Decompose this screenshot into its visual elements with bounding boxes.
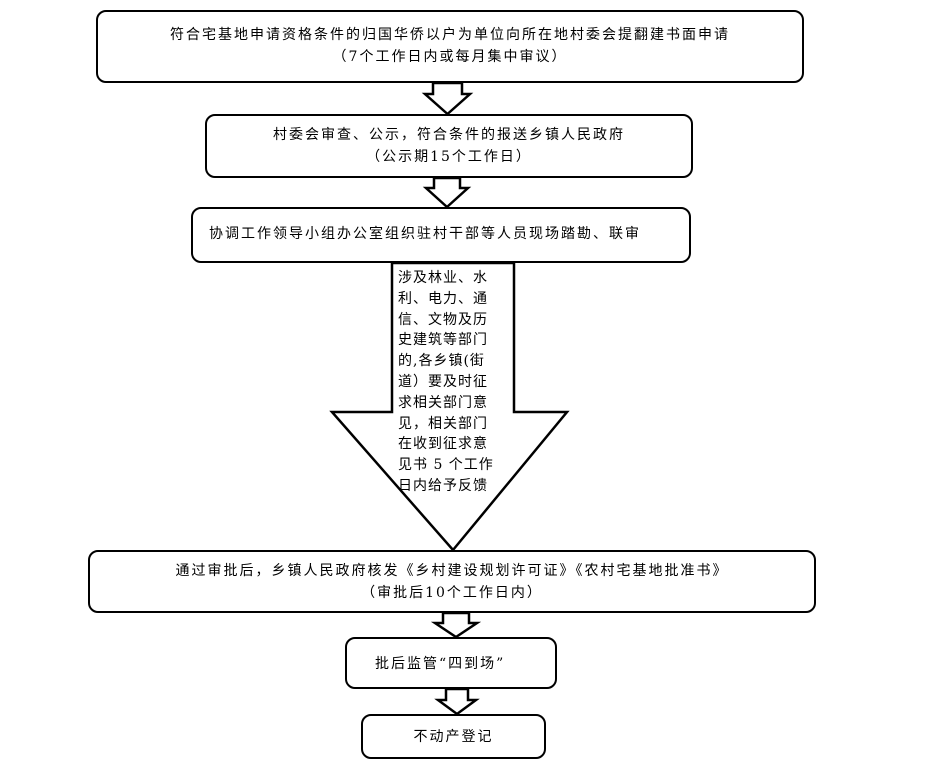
big-arrow-line: 见，相关部门 — [398, 415, 488, 432]
step-application-deadline: （7个工作日内或每月集中审议） — [332, 49, 568, 65]
big-arrow-line: 信、文物及历 — [398, 311, 488, 328]
down-arrow-4 — [430, 611, 482, 639]
step-site-survey-box: 协调工作领导小组办公室组织驻村干部等人员现场踏勘、联审 — [191, 207, 691, 263]
big-arrow-line: 日内给予反馈 — [398, 477, 488, 494]
big-arrow-line: 利、电力、通 — [398, 290, 488, 307]
big-arrow-line: 道）要及时征 — [398, 373, 488, 390]
step-permit-issue-deadline: （审批后10个工作日内） — [361, 585, 543, 601]
big-arrow-line: 的,各乡镇(街 — [398, 353, 485, 370]
big-down-arrow — [329, 261, 570, 552]
big-arrow-line: 见书 5 个工作 — [398, 457, 494, 474]
step-registration-box: 不动产登记 — [361, 714, 546, 759]
big-arrow-line: 求相关部门意 — [398, 394, 488, 411]
down-arrow-5 — [434, 687, 480, 716]
step-permit-issue-box: 通过审批后，乡镇人民政府核发《乡村建设规划许可证》《农村宅基地批准书》 （审批后… — [88, 550, 816, 613]
step-village-review-deadline: （公示期15个工作日） — [366, 149, 532, 165]
step-application-box: 符合宅基地申请资格条件的归国华侨以户为单位向所在地村委会提翻建书面申请 （7个工… — [96, 10, 804, 83]
down-arrow-2 — [422, 176, 472, 209]
big-arrow-line: 史建筑等部门 — [398, 332, 488, 349]
step-village-review-text: 村委会审查、公示，符合条件的报送乡镇人民政府 — [273, 127, 625, 143]
big-arrow-line: 在收到征求意 — [398, 436, 488, 453]
big-arrow-text: 涉及林业、水 利、电力、通 信、文物及历 史建筑等部门 的,各乡镇(街 道）要及… — [398, 268, 514, 497]
step-supervision-box: 批后监管“四到场” — [345, 637, 557, 689]
step-site-survey-text: 协调工作领导小组办公室组织驻村干部等人员现场踏勘、联审 — [209, 226, 641, 242]
step-application-text: 符合宅基地申请资格条件的归国华侨以户为单位向所在地村委会提翻建书面申请 — [170, 27, 730, 43]
down-arrow-1 — [421, 81, 474, 116]
step-permit-issue-text: 通过审批后，乡镇人民政府核发《乡村建设规划许可证》《农村宅基地批准书》 — [175, 563, 729, 579]
step-village-review-box: 村委会审查、公示，符合条件的报送乡镇人民政府 （公示期15个工作日） — [205, 114, 693, 178]
big-arrow-line: 涉及林业、水 — [398, 270, 488, 286]
step-registration-text: 不动产登记 — [413, 729, 494, 745]
step-supervision-text: 批后监管“四到场” — [375, 656, 506, 672]
